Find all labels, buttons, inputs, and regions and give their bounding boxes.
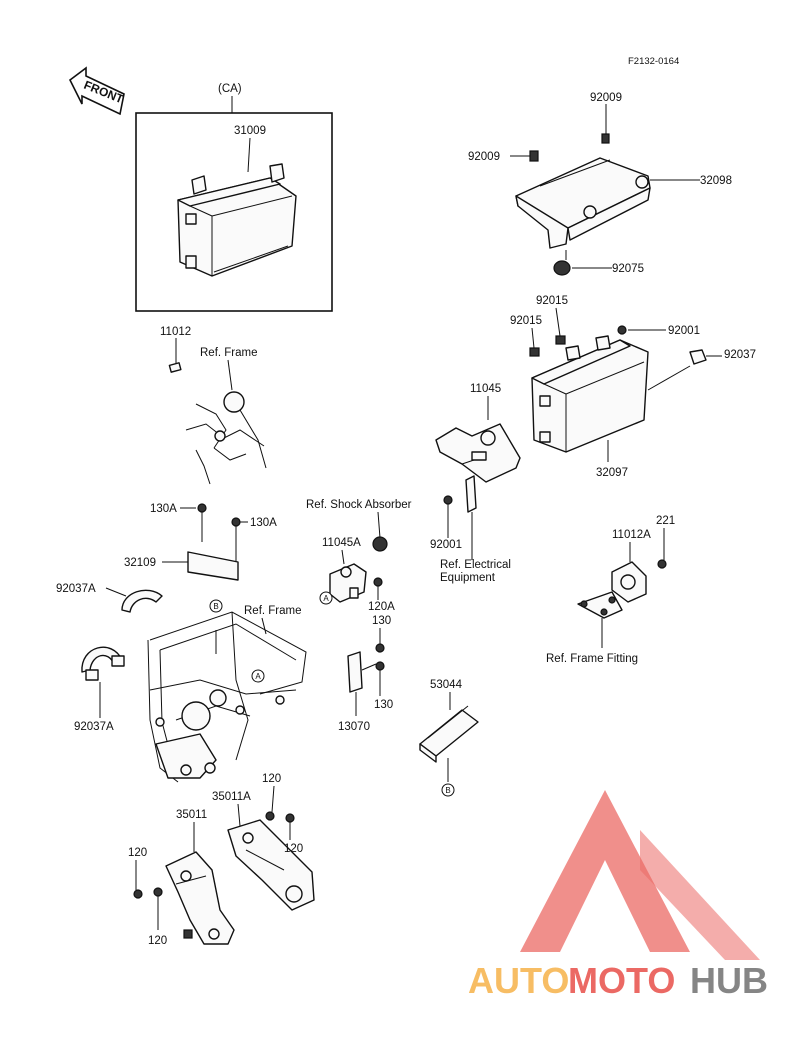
footrest-bracket-35011 [165,851,235,945]
label-92009-top: 92009 [590,92,622,104]
logo-auto: AUTO [468,960,569,1001]
label-32097: 32097 [596,467,628,479]
label-120-left: 120 [128,847,147,859]
svg-text:A: A [323,594,329,603]
svg-text:B: B [445,786,450,795]
logo-triangle [520,790,690,952]
label-35011a: 35011A [212,791,251,803]
label-ref-shock: Ref. Shock Absorber [306,499,412,511]
battery-band-32109 [187,551,239,581]
label-35011: 35011 [176,809,207,821]
frame-fitting-plate [577,591,623,619]
label-92037: 92037 [724,349,756,361]
bracket-11045a [329,563,367,603]
clamp-92037a-top [121,589,163,613]
label-92075: 92075 [612,263,644,275]
label-92015-top: 92015 [536,295,568,307]
callout-b-pad: B [441,783,455,797]
label-92015-left: 92015 [510,315,542,327]
logo-moto: MOTO [568,960,675,1001]
battery-case-ca [177,163,297,277]
label-120-bottom: 120 [148,935,167,947]
label-31009: 31009 [234,125,266,137]
label-92001-right: 92001 [668,325,700,337]
front-arrow: FRONT [68,66,126,116]
label-130-top: 130 [372,615,391,627]
callout-a-shock: A [319,591,333,605]
main-frame [147,611,307,783]
label-32098: 32098 [700,175,732,187]
label-130a-right: 130A [250,517,277,529]
group-label-ca: (CA) [218,83,242,95]
label-120-right: 120 [284,843,303,855]
automotohub-logo: AUTO MOTO HUB [468,790,768,1001]
label-11045: 11045 [470,383,501,395]
battery-case-32097 [531,335,649,453]
label-11012a: 11012A [612,529,651,541]
label-130-bottom: 130 [374,699,393,711]
label-92037a-bottom: 92037A [74,721,114,733]
frame-fragment-top [185,391,267,485]
label-221: 221 [656,515,675,527]
label-92009-left: 92009 [468,151,500,163]
label-92037a-top: 92037A [56,583,96,595]
label-11045a: 11045A [322,537,361,549]
label-ref-frame-fitting: Ref. Frame Fitting [546,653,638,665]
damper-11012a [611,561,647,603]
label-120-top: 120 [262,773,281,785]
label-ref-electrical-2: Equipment [440,572,496,584]
ca-box [135,112,333,312]
svg-text:B: B [213,602,218,611]
label-ref-frame-top: Ref. Frame [200,347,258,359]
label-ref-frame-mid: Ref. Frame [244,605,302,617]
bracket-11045 [435,423,521,483]
label-92001-mid: 92001 [430,539,462,551]
logo-hub: HUB [690,960,768,1001]
label-ref-electrical-1: Ref. Electrical [440,559,511,571]
label-32109: 32109 [124,557,156,569]
drawing-id: F2132-0164 [628,56,679,67]
svg-text:A: A [255,672,261,681]
label-120a: 120A [368,601,395,613]
label-130a-left: 130A [150,503,177,515]
callout-a-frame: A [251,669,265,683]
footrest-bracket-35011a [227,819,315,911]
bracket-13070 [347,651,377,693]
label-13070: 13070 [338,721,370,733]
battery-cover-32098 [515,157,651,249]
logo-triangle-right [640,830,760,960]
callout-b-frame: B [209,599,223,613]
label-53044: 53044 [430,679,463,691]
pad-53044 [419,705,479,763]
label-11012: 11012 [160,326,191,338]
